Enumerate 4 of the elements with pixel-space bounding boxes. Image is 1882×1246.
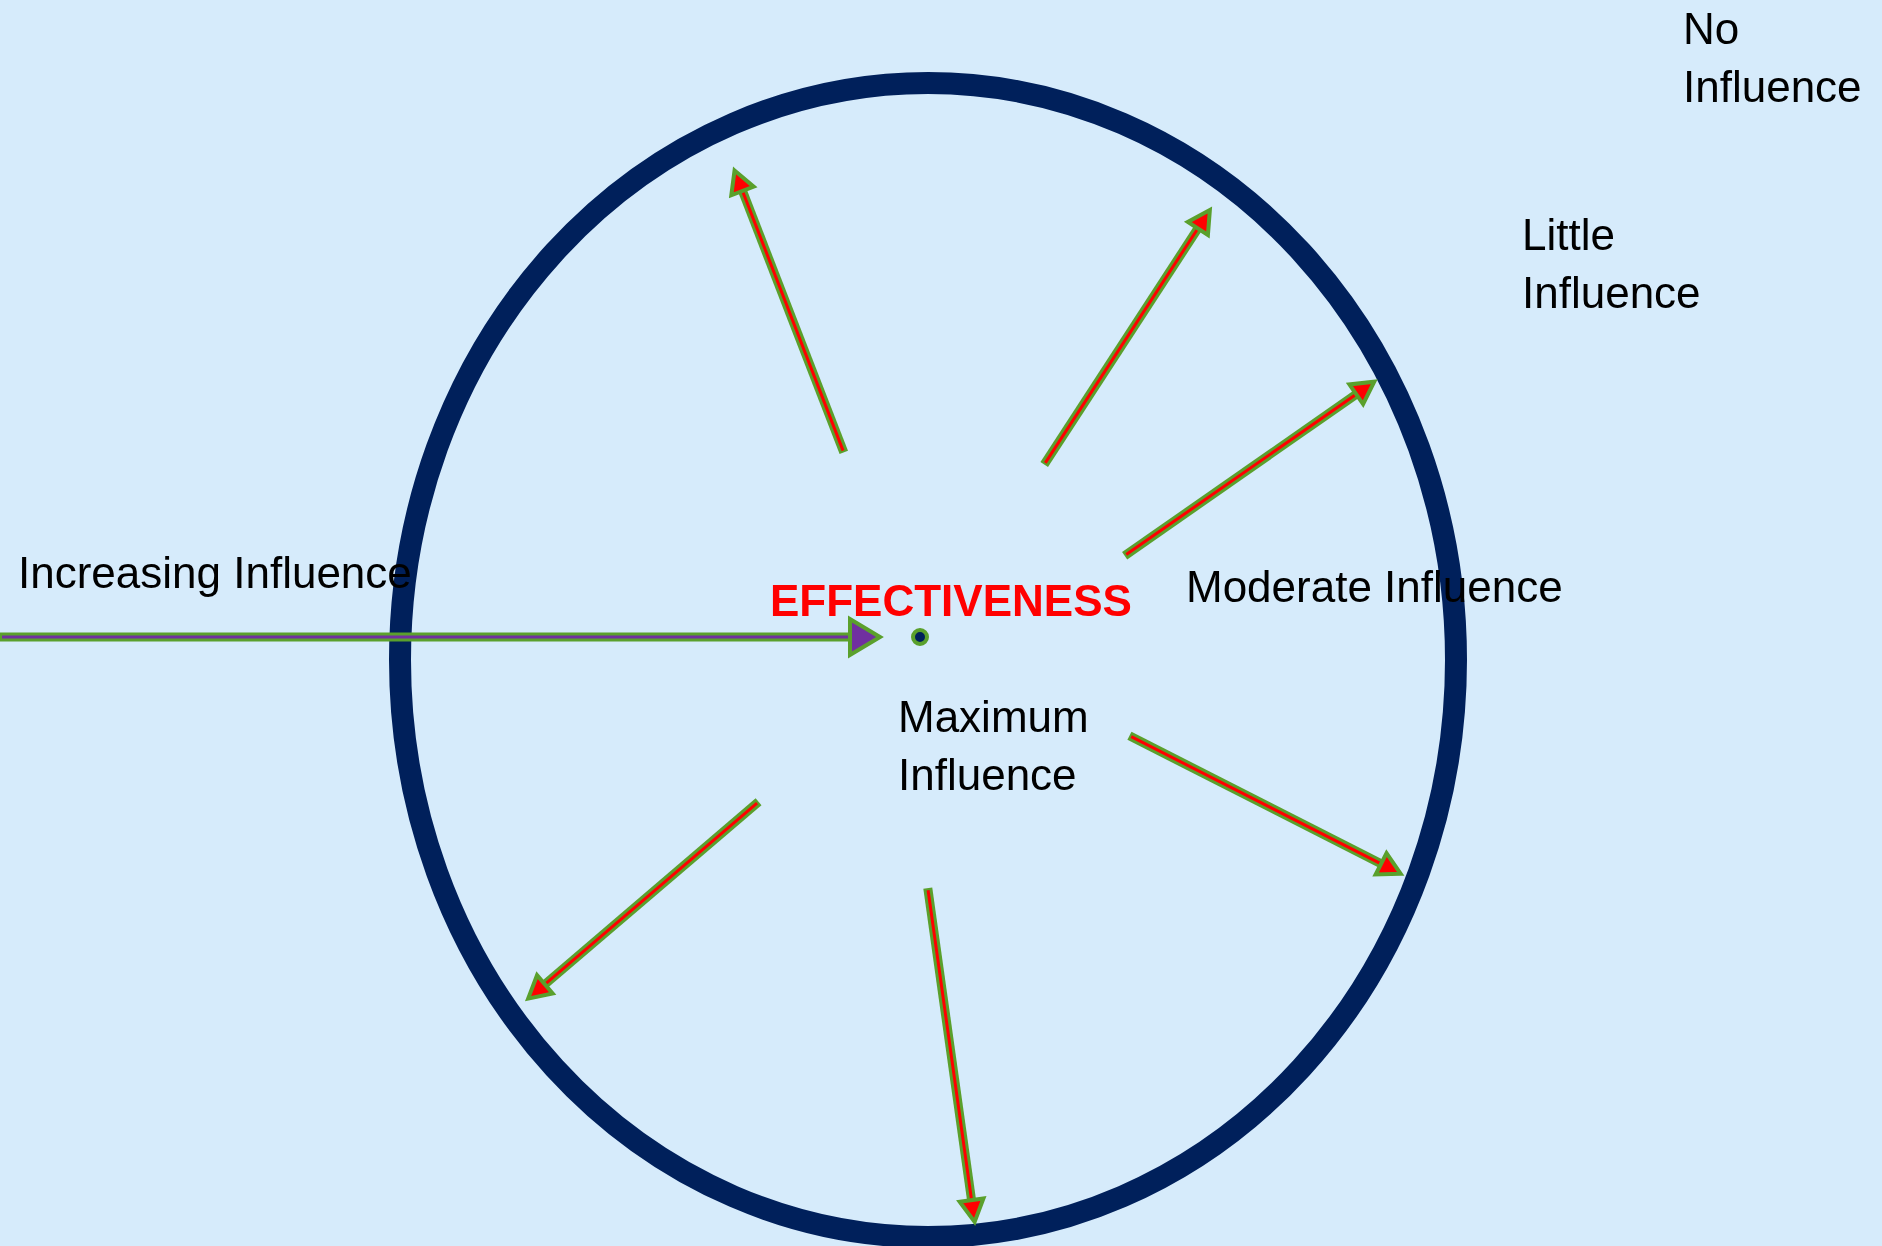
center-title: EFFECTIVENESS: [770, 575, 1133, 627]
influence-label: Little Influence: [1522, 209, 1702, 319]
influence-label: Maximum Influence: [898, 691, 1090, 801]
influence-label: No Influence: [1683, 3, 1863, 113]
